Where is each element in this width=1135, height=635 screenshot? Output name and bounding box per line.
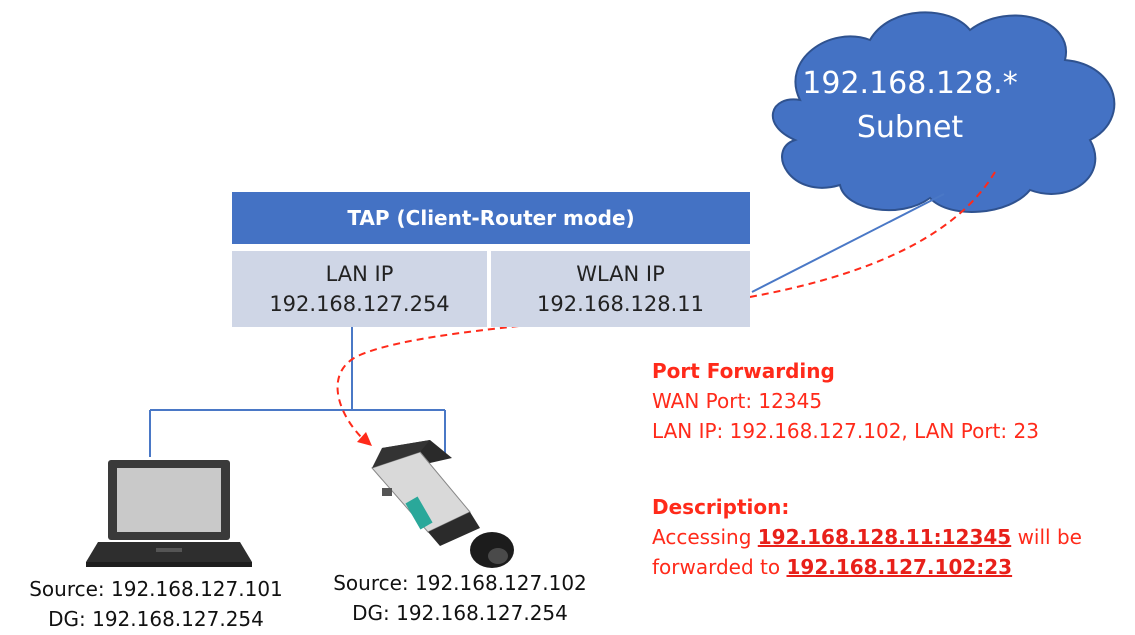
subnet-ip-text: 192.168.128.* — [802, 66, 1018, 101]
description-l2-pre: forwarded to — [652, 555, 787, 579]
laptop-icon — [86, 460, 252, 567]
lan-ip-value: 192.168.127.254 — [269, 292, 450, 316]
laptop-dg: DG: 192.168.127.254 — [48, 607, 264, 631]
lan-ip-label: LAN IP — [325, 262, 394, 286]
tap-wlan-cell: WLAN IP 192.168.128.11 — [491, 251, 750, 327]
wlan-link-line — [751, 193, 945, 293]
forwarding-arrowhead — [357, 432, 372, 446]
description-l1-pre: Accessing — [652, 525, 758, 549]
laptop-label: Source: 192.168.127.101 DG: 192.168.127.… — [6, 574, 306, 634]
subnet-word-text: Subnet — [856, 110, 964, 145]
description-line-1: Accessing 192.168.128.11:12345 will be — [652, 522, 1082, 552]
description-wan-address: 192.168.128.11:12345 — [757, 525, 1012, 549]
description-block: Description: Accessing 192.168.128.11:12… — [652, 492, 1082, 582]
wlan-ip-label: WLAN IP — [576, 262, 665, 286]
camera-source: Source: 192.168.127.102 — [333, 571, 587, 595]
tap-lan-cell: LAN IP 192.168.127.254 — [232, 251, 487, 327]
forwarding-path — [336, 171, 996, 439]
wan-port-text: WAN Port: 12345 — [652, 389, 823, 413]
tap-title: TAP (Client-Router mode) — [232, 192, 750, 244]
lan-forward-text: LAN IP: 192.168.127.102, LAN Port: 23 — [652, 419, 1039, 443]
camera-icon — [371, 440, 514, 568]
camera-dg: DG: 192.168.127.254 — [352, 601, 568, 625]
wlan-ip-value: 192.168.128.11 — [537, 292, 704, 316]
port-forwarding-title: Port Forwarding — [652, 359, 835, 383]
description-line-2: forwarded to 192.168.127.102:23 — [652, 552, 1082, 582]
subnet-cloud — [771, 11, 1116, 213]
port-forwarding-block: Port Forwarding WAN Port: 12345 LAN IP: … — [652, 356, 1039, 446]
laptop-source: Source: 192.168.127.101 — [29, 577, 283, 601]
description-l1-post: will be — [1011, 525, 1082, 549]
camera-label: Source: 192.168.127.102 DG: 192.168.127.… — [310, 568, 610, 628]
description-lan-address: 192.168.127.102:23 — [786, 555, 1013, 579]
description-title: Description: — [652, 495, 790, 519]
subnet-cloud-label: 192.168.128.* Subnet — [790, 62, 1030, 150]
